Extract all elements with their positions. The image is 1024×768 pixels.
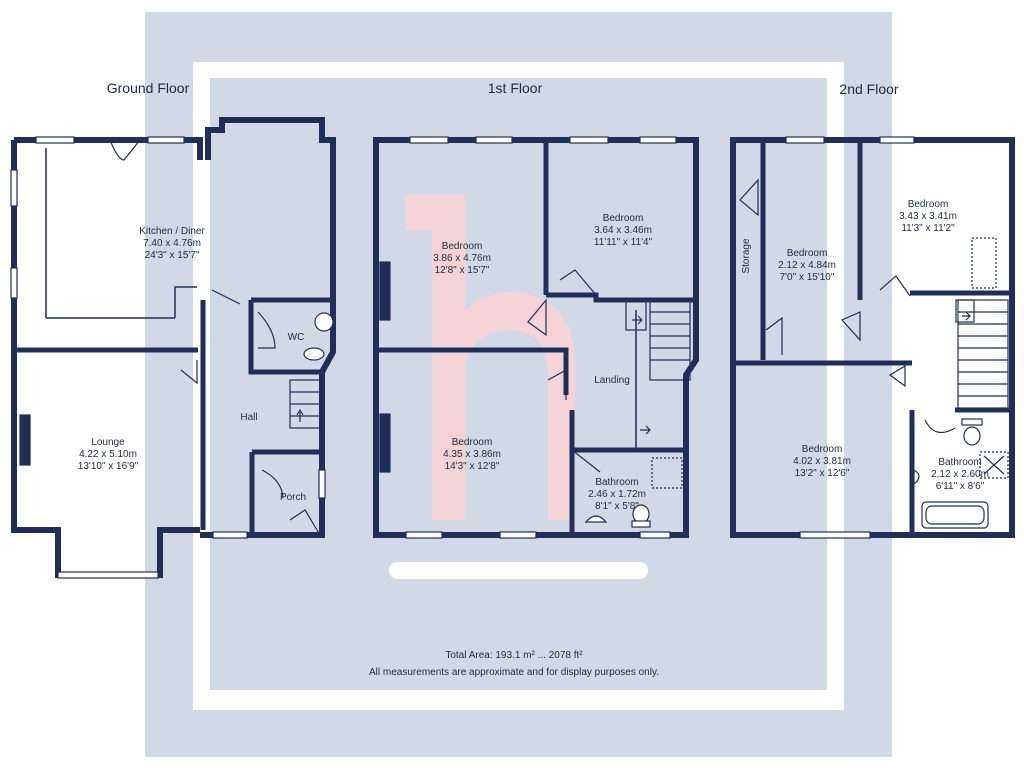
bed1-front-name: Bedroom bbox=[442, 241, 483, 252]
bed1-rear-name: Bedroom bbox=[452, 437, 493, 448]
bed1-rear-imperial: 14'3" x 12'8" bbox=[445, 461, 500, 472]
bath2-name: Bathroom bbox=[938, 457, 981, 468]
bath2-imperial: 6'11" x 8'6" bbox=[936, 481, 985, 492]
second-floor-title: 2nd Floor bbox=[839, 81, 898, 97]
total-area: Total Area: 193.1 m² ... 2078 ft² bbox=[445, 650, 583, 661]
bed2-back-metric: 3.43 x 3.41m bbox=[899, 211, 957, 222]
wc-name: WC bbox=[288, 332, 305, 343]
bed2-front-imperial: 13'2" x 12'6" bbox=[795, 468, 850, 479]
bed2-small-imperial: 7'0" x 15'10" bbox=[780, 272, 835, 283]
hall-name: Hall bbox=[240, 412, 257, 423]
bed2-back-name: Bedroom bbox=[908, 199, 949, 210]
ground-floor-plan bbox=[11, 117, 336, 578]
bed1-rear-metric: 4.35 x 3.86m bbox=[443, 449, 501, 460]
bed2-small-metric: 2.12 x 4.84m bbox=[778, 260, 836, 271]
bed1-back-imperial: 11'11" x 11'4" bbox=[594, 237, 653, 248]
bed2-small-name: Bedroom bbox=[787, 248, 828, 259]
bed1-front-metric: 3.86 x 4.76m bbox=[433, 253, 491, 264]
bath1-metric: 2.46 x 1.72m bbox=[588, 489, 646, 500]
second-floor-plan bbox=[730, 137, 1015, 538]
storage-name: Storage bbox=[741, 238, 752, 273]
bed1-back-name: Bedroom bbox=[603, 213, 644, 224]
ground-floor-title: Ground Floor bbox=[107, 80, 190, 96]
lounge-metric: 4.22 x 5.10m bbox=[79, 449, 137, 460]
bed2-front-metric: 4.02 x 3.81m bbox=[793, 456, 851, 467]
ground-floor-details bbox=[10, 136, 334, 579]
kitchen-metric: 7.40 x 4.76m bbox=[143, 238, 201, 249]
porch-name: Porch bbox=[280, 492, 306, 503]
disclaimer: All measurements are approximate and for… bbox=[369, 667, 659, 678]
bed1-back-metric: 3.64 x 3.46m bbox=[594, 225, 652, 236]
lounge-name: Lounge bbox=[91, 437, 125, 448]
second-floor-details bbox=[739, 136, 1009, 539]
kitchen-imperial: 24'3" x 15'7" bbox=[145, 250, 200, 261]
lounge-imperial: 13'10" x 16'9" bbox=[78, 461, 139, 472]
bed2-front-name: Bedroom bbox=[802, 444, 843, 455]
kitchen-name: Kitchen / Diner bbox=[139, 226, 205, 237]
first-floor-details bbox=[379, 136, 691, 539]
bed1-front-imperial: 12'8" x 15'7" bbox=[435, 265, 490, 276]
landing-name: Landing bbox=[594, 375, 630, 386]
first-floor-title: 1st Floor bbox=[488, 80, 543, 96]
bath1-imperial: 8'1" x 5'8" bbox=[595, 501, 639, 512]
bath2-metric: 2.12 x 2.60m bbox=[931, 469, 989, 480]
watermark-logo bbox=[145, 12, 892, 757]
bath1-name: Bathroom bbox=[595, 477, 638, 488]
bed2-back-imperial: 11'3" x 11'2" bbox=[901, 223, 955, 234]
